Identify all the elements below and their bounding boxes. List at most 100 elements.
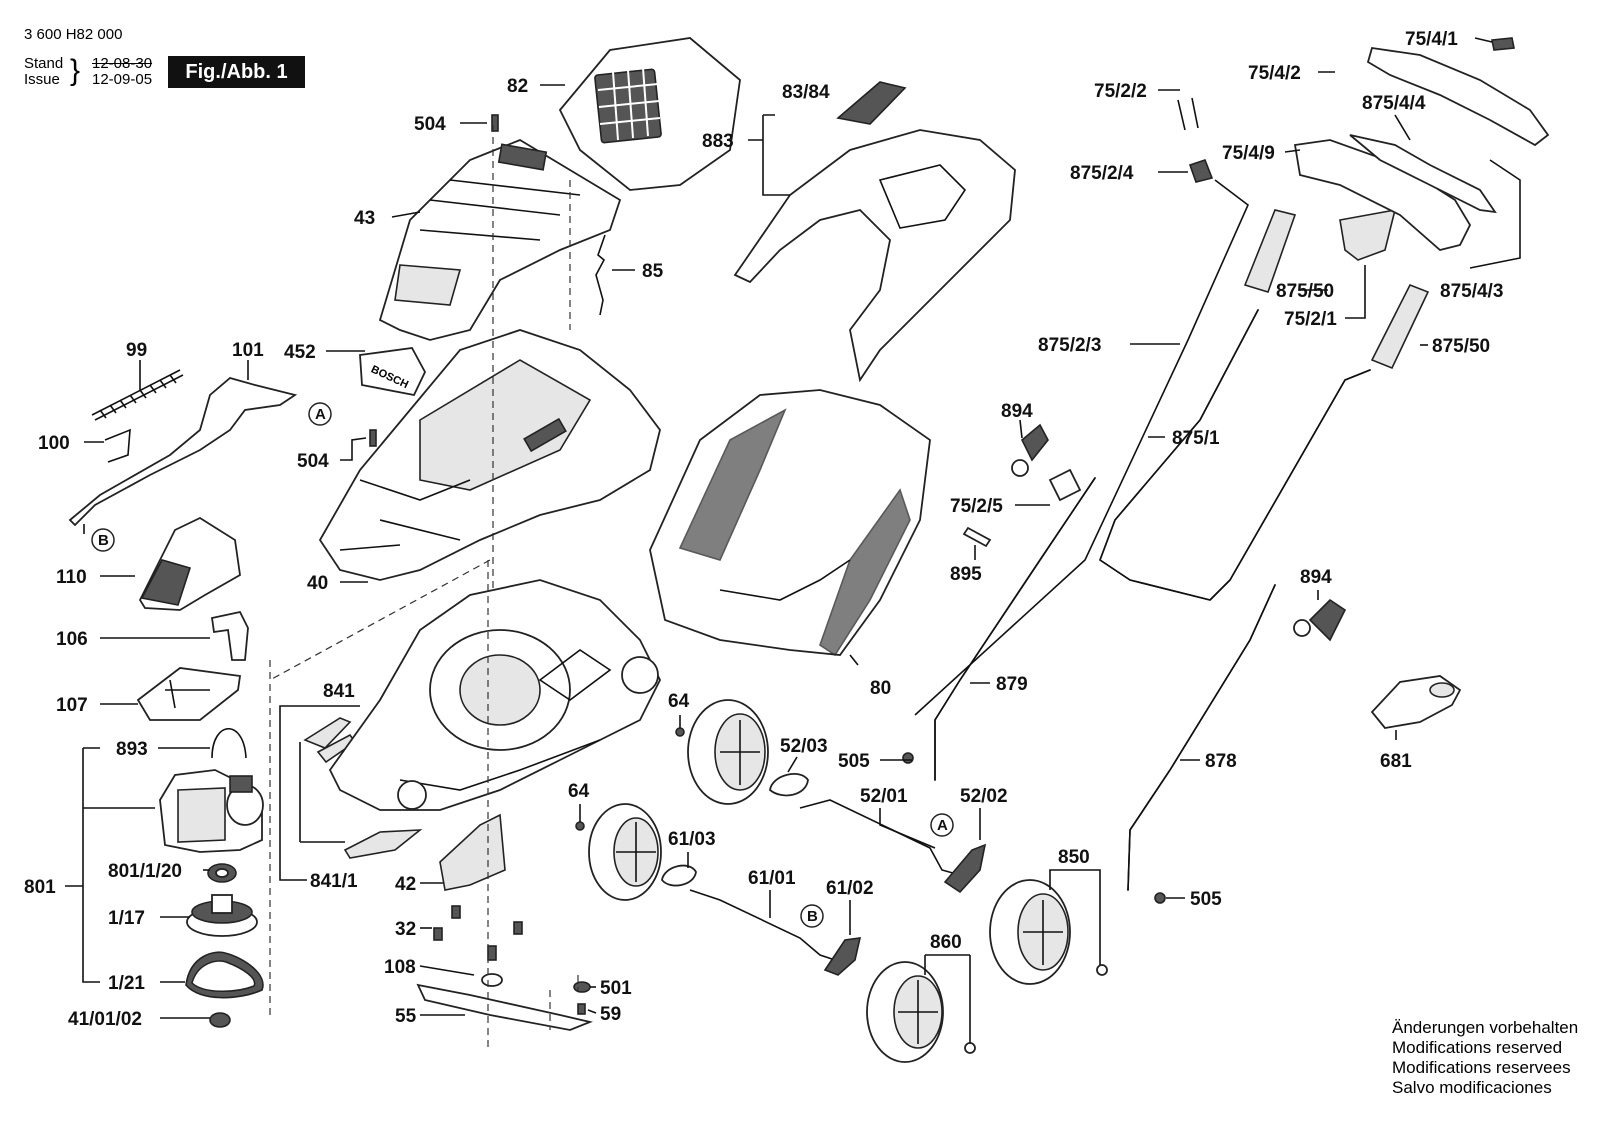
part-875-4-4-lever [1349, 134, 1497, 214]
callout-99: 99 [126, 340, 147, 361]
part-52-02-bracket [943, 843, 987, 894]
callout-894: 894 [1300, 567, 1332, 588]
callout-75-2-1: 75/2/1 [1284, 309, 1337, 330]
callout-860: 860 [930, 932, 962, 953]
callout-61-03: 61/03 [668, 829, 716, 850]
svg-text:A: A [315, 406, 326, 423]
part-875-2-3-cable [914, 179, 1249, 716]
callout-75-4-9: 75/4/9 [1222, 143, 1275, 164]
callout-42: 42 [395, 874, 416, 895]
callout-850: 850 [1058, 847, 1090, 868]
part-895-pin [962, 526, 992, 548]
callout-875-50: 875/50 [1432, 336, 1490, 357]
callout-505: 505 [838, 751, 870, 772]
note-line: Änderungen vorbehalten [1392, 1018, 1579, 1037]
part-452-label: BOSCH [359, 347, 427, 397]
part-110-cover [138, 516, 241, 611]
callout-801: 801 [24, 877, 56, 898]
callout-106: 106 [56, 629, 88, 650]
callout-100: 100 [38, 433, 70, 454]
stand-label: Stand [24, 55, 64, 72]
callout-85: 85 [642, 261, 664, 282]
callout-841-1: 841/1 [310, 871, 358, 892]
issue-date: 12-09-05 [92, 71, 153, 88]
part-893-cable [211, 728, 247, 759]
callout-52-01: 52/01 [860, 786, 908, 807]
note-line: Salvo modificaciones [1392, 1078, 1552, 1097]
part-801-motor [159, 769, 264, 853]
callout-108: 108 [384, 957, 416, 978]
part-1-17-pulley [186, 894, 258, 937]
part-1-21-belt [185, 951, 264, 999]
callout-75-4-1: 75/4/1 [1405, 29, 1458, 50]
callout-893: 893 [116, 739, 148, 760]
part-894-knob-lower [1308, 598, 1347, 642]
callout-681: 681 [1380, 751, 1412, 772]
callout-1-21: 1/21 [108, 973, 145, 994]
callout-505: 505 [1190, 889, 1222, 910]
callout-52-03: 52/03 [780, 736, 828, 757]
part-41-01-02-bearing [209, 1012, 231, 1028]
part-894-knob-upper [1021, 423, 1049, 462]
part-52-03-bushing [769, 773, 809, 797]
part-875-2-4-clip [1188, 159, 1214, 183]
part-42-flap [439, 813, 506, 891]
callout-32: 32 [395, 919, 416, 940]
svg-text:B: B [807, 908, 818, 925]
part-879-lower-handle [934, 477, 1096, 781]
reference-marker-b: B [91, 528, 115, 552]
callout-1-17: 1/17 [108, 908, 145, 929]
figure-label: Fig./Abb. 1 [168, 56, 305, 88]
note-line: Modifications reserved [1392, 1038, 1563, 1057]
reference-marker-a: A [308, 402, 332, 426]
callout-52-02: 52/02 [960, 786, 1008, 807]
callout-59: 59 [600, 1004, 621, 1025]
part-501-washer [573, 981, 591, 993]
part-75-2-2-pin [1177, 97, 1199, 131]
part-504-screw-mid [369, 429, 377, 447]
callout-75-2-5: 75/2/5 [950, 496, 1003, 517]
part-85-spring [595, 234, 606, 316]
callout-878: 878 [1205, 751, 1237, 772]
part-52-01-axle [799, 799, 961, 876]
part-106-switch [210, 610, 249, 661]
part-61-03-bushing [661, 864, 697, 887]
callout-55: 55 [395, 1006, 417, 1027]
callout-101: 101 [232, 340, 264, 361]
part-80-grass-box [649, 389, 931, 657]
note-line: Modifications reservees [1392, 1058, 1571, 1077]
svg-text:B: B [98, 532, 109, 549]
callout-883: 883 [702, 131, 734, 152]
callout-894: 894 [1001, 401, 1033, 422]
callout-41-01-02: 41/01/02 [68, 1009, 142, 1030]
part-59-screw [577, 1003, 586, 1015]
callout-875-50: 875/50 [1276, 281, 1334, 302]
callout-501: 501 [600, 978, 632, 999]
part-505-screw-lower [1154, 892, 1166, 904]
callout-61-02: 61/02 [826, 878, 874, 899]
callout-875-2-3: 875/2/3 [1038, 335, 1101, 356]
part-61-02-bracket [823, 937, 862, 976]
part-deck [328, 579, 662, 811]
part-number: 3 600 H82 000 [24, 26, 123, 43]
part-32-screws [433, 905, 523, 941]
part-75-2-5-clip [1048, 468, 1082, 502]
part-40-housing [318, 329, 661, 581]
part-front-wheel-right [866, 961, 944, 1063]
callout-80: 80 [870, 678, 891, 699]
callout-801-1-20: 801/1/20 [108, 861, 182, 882]
modification-notes: Änderungen vorbehalten Modifications res… [1392, 1018, 1578, 1098]
brace-glyph: } [70, 54, 81, 87]
part-rear-wheel-right [989, 879, 1071, 985]
issue-label: Issue [24, 71, 60, 88]
callout-875-1: 875/1 [1172, 428, 1220, 449]
callout-64: 64 [568, 781, 590, 802]
callout-875-4-4: 875/4/4 [1362, 93, 1426, 114]
part-75-2-1-cap [1339, 208, 1397, 261]
part-504-screw-top [491, 114, 499, 132]
callout-107: 107 [56, 695, 88, 716]
part-505-screw-upper [902, 752, 914, 764]
part-83-84-grip [836, 81, 907, 125]
